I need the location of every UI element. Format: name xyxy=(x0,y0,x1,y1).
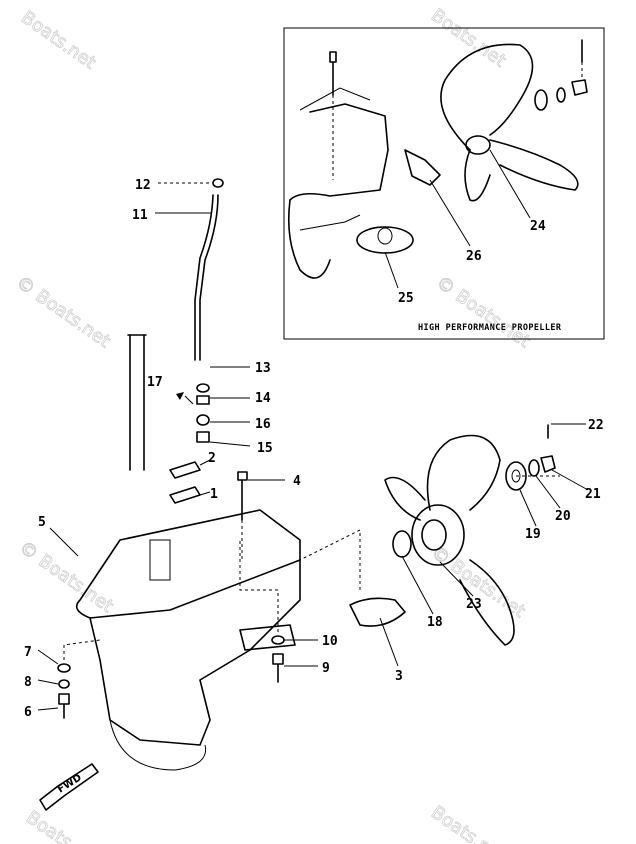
fwd-arrow-icon xyxy=(39,763,99,811)
callout-6: 6 xyxy=(24,705,32,720)
watermark-mid-left: © Boats.net xyxy=(12,272,114,352)
callout-1: 1 xyxy=(210,487,218,502)
callout-11: 11 xyxy=(132,208,148,223)
callout-26: 26 xyxy=(466,249,482,264)
main-assembly xyxy=(37,178,589,771)
watermark-top-left: Boats.net xyxy=(17,7,100,74)
callout-2: 2 xyxy=(208,451,216,466)
callout-22: 22 xyxy=(588,418,604,433)
callout-13: 13 xyxy=(255,361,271,376)
callout-18: 18 xyxy=(427,615,443,630)
callout-14: 14 xyxy=(255,391,271,406)
anode-icon xyxy=(349,597,406,627)
watermark-lower-left: © Boats.net xyxy=(15,537,117,617)
shift-rod-icon xyxy=(194,194,219,361)
callout-21: 21 xyxy=(585,487,601,502)
callout-15: 15 xyxy=(257,441,273,456)
callout-7: 7 xyxy=(24,645,32,660)
watermark-top-right: Boats.net xyxy=(427,5,510,72)
callout-10: 10 xyxy=(322,634,338,649)
inset-propeller-icon xyxy=(440,43,579,202)
callout-12: 12 xyxy=(135,178,151,193)
inset-clip-icon xyxy=(404,149,441,186)
callout-16: 16 xyxy=(255,417,271,432)
part-12-icon xyxy=(212,178,224,188)
lower-housing-icon xyxy=(75,509,301,619)
watermark-bottom-right: Boats.net xyxy=(427,802,510,844)
inset-caption: HIGH PERFORMANCE PROPELLER xyxy=(418,323,562,333)
inset-panel: 24 26 25 HIGH PERFORMANCE PROPELLER xyxy=(283,27,605,340)
drive-shaft-icon xyxy=(129,334,145,471)
watermark-bottom-left: Boats.net xyxy=(22,807,105,844)
callout-8: 8 xyxy=(24,675,32,690)
callout-24: 24 xyxy=(530,219,546,234)
callout-labels: 2 1 3 4 5 6 7 8 9 10 11 12 13 14 15 16 1… xyxy=(24,178,604,720)
inset-anode-icon xyxy=(356,226,414,254)
watermark-mid-right: © Boats.net xyxy=(432,272,534,352)
fwd-direction-tag: FWD xyxy=(39,763,99,811)
inset-bolt-head-icon xyxy=(329,51,337,63)
propeller-icon xyxy=(384,434,515,646)
callout-23: 23 xyxy=(466,597,482,612)
callout-5: 5 xyxy=(38,515,46,530)
callout-9: 9 xyxy=(322,661,330,676)
callout-25: 25 xyxy=(398,291,414,306)
callout-4: 4 xyxy=(293,474,301,489)
callout-19: 19 xyxy=(525,527,541,542)
inset-nut-icon xyxy=(571,79,588,96)
inset-frame xyxy=(283,27,605,340)
callout-17: 17 xyxy=(147,375,163,390)
callout-20: 20 xyxy=(555,509,571,524)
watermark-layer: Boats.net Boats.net © Boats.net © Boats.… xyxy=(12,4,535,844)
callout-3: 3 xyxy=(395,669,403,684)
